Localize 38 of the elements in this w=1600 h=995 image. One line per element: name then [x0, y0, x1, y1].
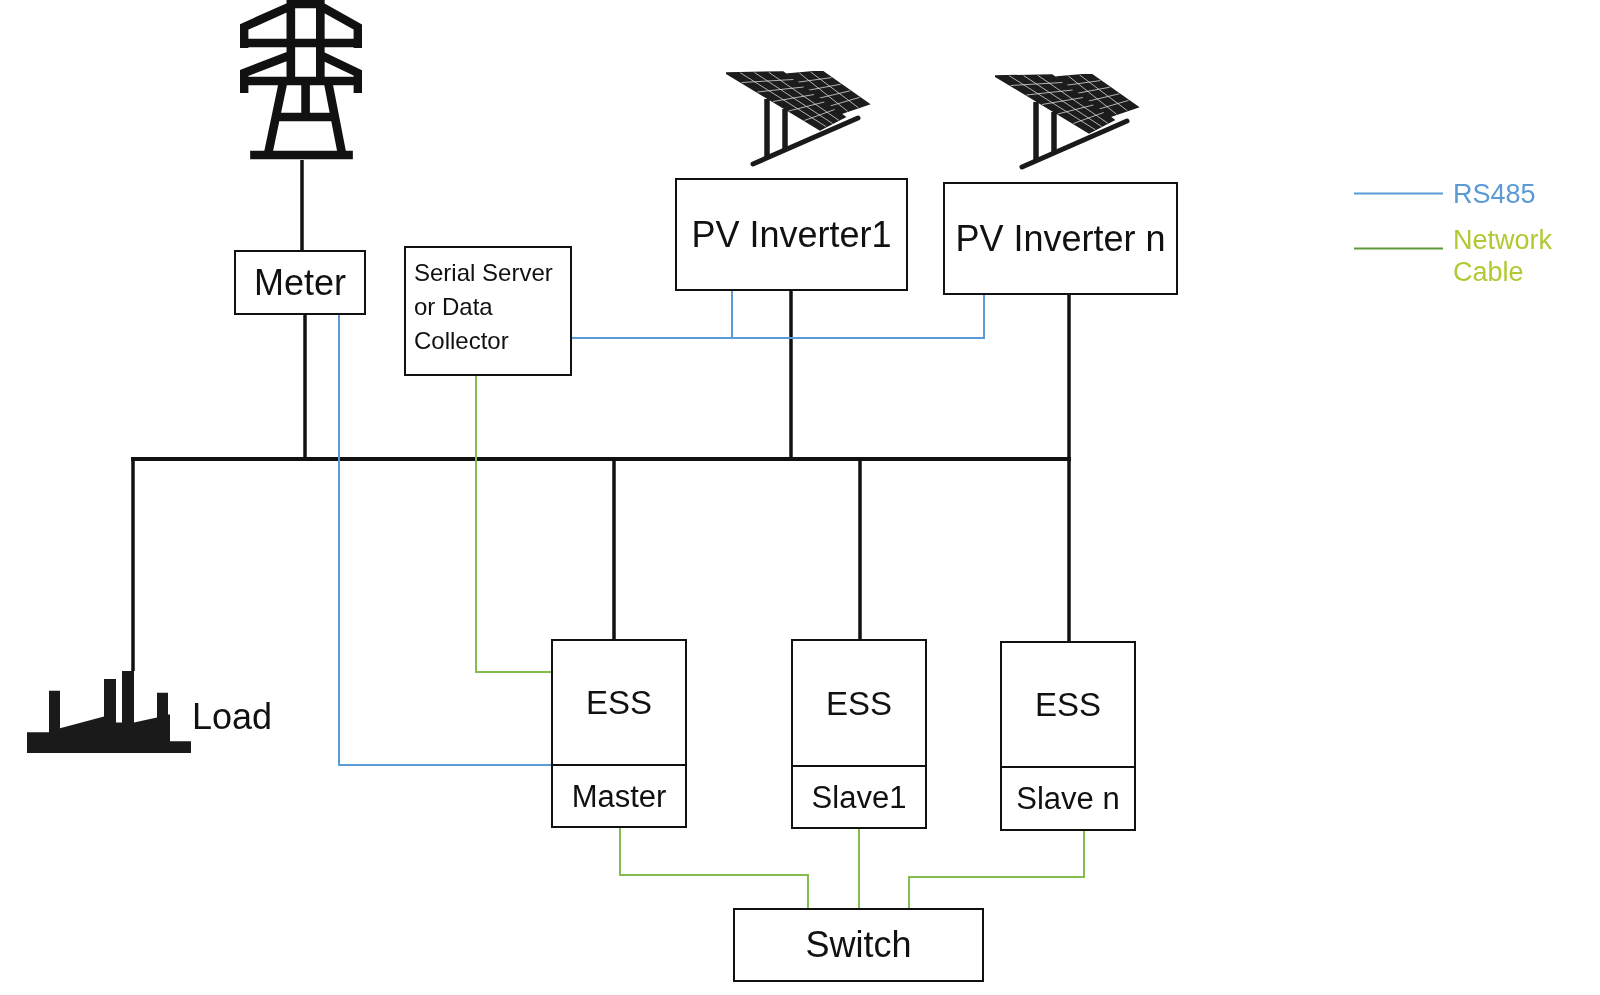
device-box [943, 182, 1178, 295]
device-label: Slave1 [811, 781, 907, 813]
device-label: Load [192, 699, 273, 735]
device-label: ESS [585, 686, 652, 719]
connector-line [619, 827, 809, 909]
device-label: PV Inverter1 [691, 216, 892, 253]
device-label: ESS [1034, 688, 1101, 721]
device-box [551, 639, 687, 828]
factory-icon [27, 671, 192, 754]
device-label: Switch [805, 927, 912, 963]
connector-line [303, 315, 307, 457]
connector-line [858, 828, 860, 909]
device-box [234, 250, 366, 315]
device-label: Serial Server or Data Collector [414, 258, 554, 356]
device-box [404, 246, 572, 376]
bus-bar [131, 457, 1071, 461]
connector-line [908, 830, 1085, 909]
connector-line [338, 314, 552, 766]
connector-line [858, 461, 862, 639]
device-label: ESS [825, 686, 892, 720]
connector-line [612, 461, 616, 639]
connector-line [475, 375, 552, 673]
connector-line [131, 461, 135, 671]
connector-line [300, 160, 304, 250]
device-box [733, 908, 984, 982]
device-label: Slave n [1016, 783, 1120, 814]
legend-label: RS485 [1453, 178, 1537, 210]
legend-label: Network Cable [1453, 224, 1554, 288]
connector-line [1067, 295, 1071, 457]
device-box [791, 639, 927, 829]
connector-line [1067, 461, 1071, 641]
transmission-tower-icon [240, 0, 362, 160]
device-box [675, 178, 908, 291]
device-label: Meter [254, 264, 346, 301]
device-box [1000, 641, 1136, 831]
device-label: PV Inverter n [955, 220, 1166, 257]
connector-line [789, 291, 793, 457]
device-label: Master [571, 780, 667, 812]
